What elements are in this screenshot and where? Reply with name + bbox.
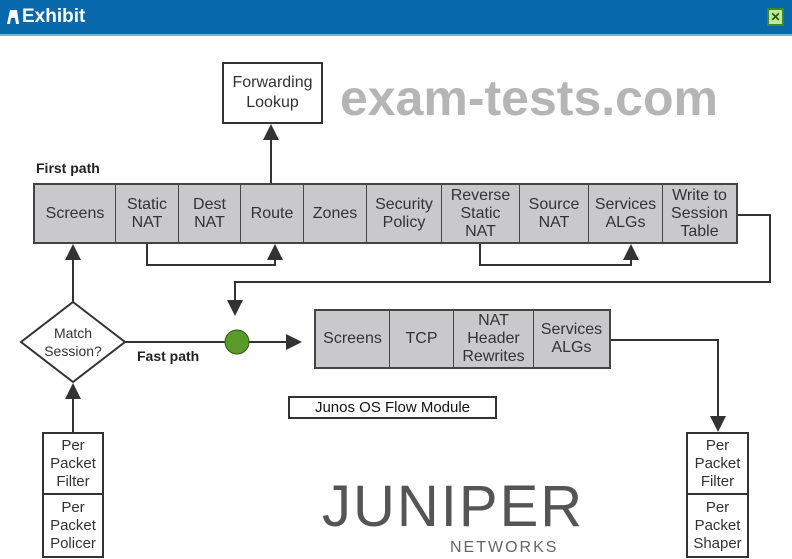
step-reverse-static-nat: Reverse Static NAT [442,185,520,242]
fast-path-dot [224,329,250,355]
step-security-policy: Security Policy [367,185,442,242]
step-write-session-table: Write to Session Table [671,186,728,240]
step-static-nat: Static NAT [116,185,179,242]
module-label: Junos OS Flow Module [288,396,497,419]
per-packet-filter-egress: Per Packet Filter [688,434,747,495]
fast-step-services-algs: Services ALGs [540,321,603,356]
per-packet-shaper: Per Packet Shaper [693,498,742,552]
juniper-networks-text: NETWORKS [450,539,559,556]
forwarding-lookup-box: Forwarding Lookup [222,62,323,124]
fast-path-row: Screens TCP NAT Header Rewrites Services… [314,309,611,369]
step-services-algs: Services ALGs [589,185,663,242]
first-path-row: Screens Static NAT Dest NAT Route Zones … [33,183,738,244]
juniper-logo: JUNIPER [322,474,585,539]
egress-stack: Per Packet Filter Per Packet Shaper [686,432,749,558]
fast-step-tcp: TCP [390,311,454,367]
step-dest-nat: Dest NAT [179,185,241,242]
ingress-stack: Per Packet Filter Per Packet Policer [42,432,104,558]
first-path-label: First path [36,160,100,176]
fast-step-nat-header-rewrites: NAT Header Rewrites [454,311,534,367]
match-session-decision: Match Session? [44,325,102,359]
title-bar: Exhibit ✕ [0,0,792,36]
exhibit-icon [7,10,19,24]
fast-step-screens: Screens [316,311,390,367]
per-packet-filter: Per Packet Filter [44,434,102,495]
decision-diamond [19,300,127,384]
step-screens: Screens [35,185,116,242]
fast-path-label: Fast path [137,348,200,364]
per-packet-policer: Per Packet Policer [50,498,96,552]
step-zones: Zones [304,185,367,242]
step-source-nat: Source NAT [520,185,589,242]
step-route: Route [241,185,304,242]
watermark: exam-tests.com [340,70,718,126]
close-icon[interactable]: ✕ [767,8,784,26]
window-title: Exhibit [22,6,86,27]
